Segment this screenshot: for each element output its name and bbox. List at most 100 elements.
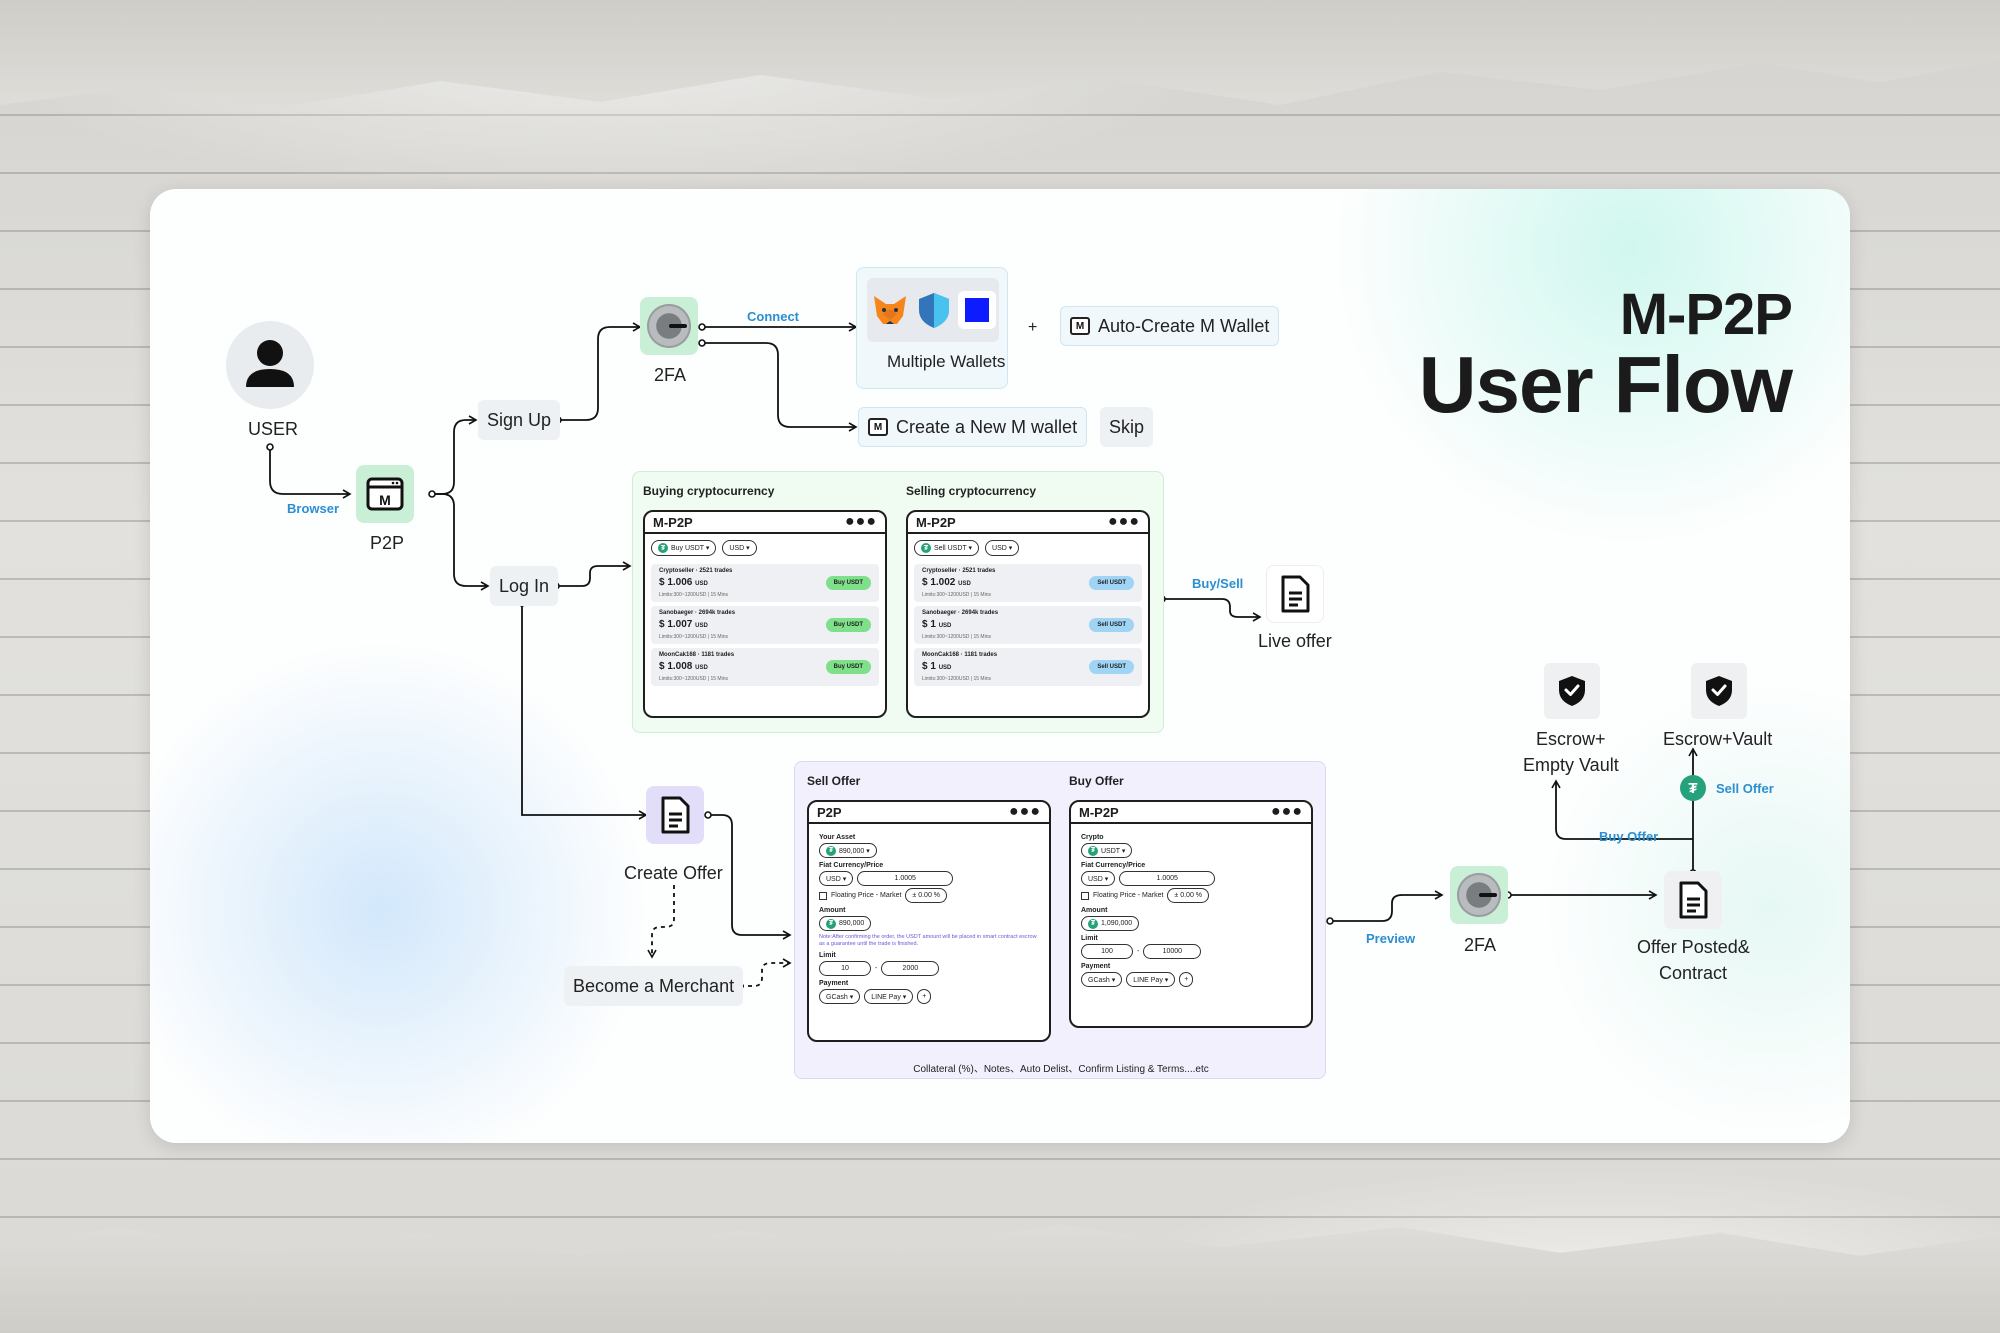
user-label: USER <box>248 419 299 439</box>
sell-offer-title: Sell Offer <box>807 774 861 788</box>
flow-card: M-P2P User Flow USER M P2P Browser Sign … <box>150 189 1850 1143</box>
add-payment-button[interactable]: + <box>1179 972 1194 987</box>
become-merchant-button[interactable]: Become a Merchant <box>564 966 744 1006</box>
payment-select[interactable]: GCash ▾ <box>819 989 861 1005</box>
create-offer-label: Create Offer <box>624 863 723 883</box>
sell-currency-select[interactable]: USD ▾ <box>985 540 1020 556</box>
buy-currency-select[interactable]: USD ▾ <box>722 540 757 556</box>
currency-select[interactable]: USD ▾ <box>1081 871 1116 886</box>
auto-create-wallet-button[interactable]: M Auto-Create M Wallet <box>1060 306 1280 346</box>
connector-lines <box>266 322 1698 990</box>
p2p-tile[interactable]: M <box>356 465 414 523</box>
price-input[interactable]: 1.0005 <box>1119 871 1216 886</box>
buy-asset-select[interactable]: ₮Buy USDT ▾ <box>651 540 717 556</box>
tether-icon: ₮ <box>921 543 931 553</box>
m-wallet-icon: M <box>868 418 888 436</box>
p2p-label: P2P <box>370 533 405 553</box>
sell-phone: M-P2P●●● ₮Sell USDT ▾ USD ▾ Cryptoseller… <box>906 510 1150 718</box>
payment-select[interactable]: LINE Pay ▾ <box>864 989 914 1005</box>
offer-panel: Sell Offer Buy Offer P2P●●● Your Asset ₮… <box>794 761 1326 1079</box>
shield-check-icon <box>1706 676 1732 706</box>
offer-footer-note: Collateral (%)、Notes、Auto Delist、Confirm… <box>913 1064 1209 1075</box>
offer-posted-label-2: Contract <box>1659 963 1728 983</box>
square-wallet-icon <box>958 291 997 329</box>
title-line-1: M-P2P <box>1619 282 1793 347</box>
currency-select[interactable]: USD ▾ <box>819 871 854 886</box>
shield-check-icon <box>1559 676 1585 706</box>
more-icon[interactable]: ●●● <box>1271 803 1303 820</box>
add-payment-button[interactable]: + <box>917 989 932 1005</box>
buying-title: Buying cryptocurrency <box>643 484 775 498</box>
browser-label: Browser <box>287 501 340 516</box>
live-offer-tile[interactable] <box>1266 565 1324 623</box>
fox-icon <box>873 296 906 324</box>
twofa-bottom-tile[interactable] <box>1450 866 1508 924</box>
tether-icon: ₮ <box>826 845 836 856</box>
buy-offer-form: M-P2P●●● Crypto ₮USDT ▾ Fiat Currency/Pr… <box>1069 800 1313 1028</box>
plus-sign: + <box>1028 319 1038 336</box>
floating-checkbox[interactable] <box>819 891 827 900</box>
create-offer-tile[interactable] <box>646 786 704 844</box>
twofa-top-label: 2FA <box>654 365 687 385</box>
limit-max-input[interactable]: 10000 <box>1143 944 1202 959</box>
more-icon[interactable]: ●●● <box>1009 803 1041 820</box>
live-offer-label: Live offer <box>1258 631 1332 651</box>
log-in-label: Log In <box>499 575 550 596</box>
escrow-empty-label-2: Empty Vault <box>1523 755 1619 775</box>
limit-min-input[interactable]: 100 <box>1081 944 1133 959</box>
sell-offer-label: Sell Offer <box>1716 781 1774 796</box>
payment-select[interactable]: LINE Pay ▾ <box>1126 972 1176 987</box>
sell-asset-select[interactable]: ₮Sell USDT ▾ <box>914 540 980 556</box>
offer-posted-tile[interactable] <box>1664 871 1722 929</box>
buy-usdt-button[interactable]: Buy USDT <box>825 576 871 590</box>
sell-usdt-button[interactable]: Sell USDT <box>1089 618 1134 632</box>
escrow-empty-label-1: Escrow+ <box>1536 729 1606 749</box>
tether-icon: ₮ <box>826 918 836 929</box>
multiple-wallets-label: Multiple Wallets <box>887 352 1006 371</box>
m-wallet-icon: M <box>1070 317 1090 335</box>
document-icon <box>1281 575 1310 613</box>
tether-icon: ₮ <box>1680 775 1706 801</box>
amount-input[interactable]: ₮1,090,000 <box>1081 916 1140 931</box>
log-in-button[interactable]: Log In <box>490 566 559 606</box>
limit-min-input[interactable]: 10 <box>819 961 871 977</box>
floating-input[interactable]: ± 0.00 % <box>905 888 948 903</box>
create-new-wallet-button[interactable]: M Create a New M wallet <box>858 407 1088 447</box>
escrow-note: Note:After confirming the order, the USD… <box>819 934 1037 948</box>
buy-app-name: M-P2P <box>653 514 693 530</box>
sign-up-button[interactable]: Sign Up <box>478 400 561 440</box>
amount-input[interactable]: ₮890,000 <box>819 916 872 931</box>
person-icon <box>246 340 294 387</box>
skip-button[interactable]: Skip <box>1100 407 1154 447</box>
document-icon <box>1679 881 1708 919</box>
dial-icon <box>1457 873 1501 917</box>
asset-select[interactable]: ₮890,000 ▾ <box>819 843 877 858</box>
more-icon[interactable]: ●●● <box>845 513 877 530</box>
sell-usdt-button[interactable]: Sell USDT <box>1089 660 1134 674</box>
payment-select[interactable]: GCash ▾ <box>1081 972 1123 987</box>
twofa-top-tile[interactable] <box>640 297 698 355</box>
sign-up-label: Sign Up <box>487 409 552 430</box>
multiple-wallets-card[interactable]: Multiple Wallets <box>856 267 1008 389</box>
sell-usdt-button[interactable]: Sell USDT <box>1089 576 1134 590</box>
sell-app-name: M-P2P <box>916 514 956 530</box>
floating-input[interactable]: ± 0.00 % <box>1167 888 1210 903</box>
buy-sell-panel: Buying cryptocurrency Selling cryptocurr… <box>632 471 1164 733</box>
floating-checkbox[interactable] <box>1081 891 1089 900</box>
more-icon[interactable]: ●●● <box>1108 513 1140 530</box>
limit-max-input[interactable]: 2000 <box>881 961 940 977</box>
buy-offer-label: Buy Offer <box>1599 829 1659 844</box>
list-item: Sanobaeger · 2694k trades $ 1.007 USD Li… <box>651 606 879 644</box>
shield-icon <box>918 293 949 328</box>
buy-usdt-button[interactable]: Buy USDT <box>825 660 871 674</box>
create-new-label: Create a New M wallet <box>896 416 1078 437</box>
buy-usdt-button[interactable]: Buy USDT <box>825 618 871 632</box>
crypto-select[interactable]: ₮USDT ▾ <box>1081 843 1133 858</box>
escrow-empty-tile[interactable] <box>1544 663 1600 719</box>
list-item: MoonCak168 · 1181 trades $ 1.008 USD Lim… <box>651 648 879 686</box>
escrow-vault-tile[interactable] <box>1691 663 1747 719</box>
buy-phone: M-P2P●●● ₮Buy USDT ▾ USD ▾ Cryptoseller … <box>643 510 887 718</box>
escrow-vault-label: Escrow+Vault <box>1663 729 1773 749</box>
price-input[interactable]: 1.0005 <box>857 871 954 886</box>
wallet-icons-row <box>867 278 999 342</box>
